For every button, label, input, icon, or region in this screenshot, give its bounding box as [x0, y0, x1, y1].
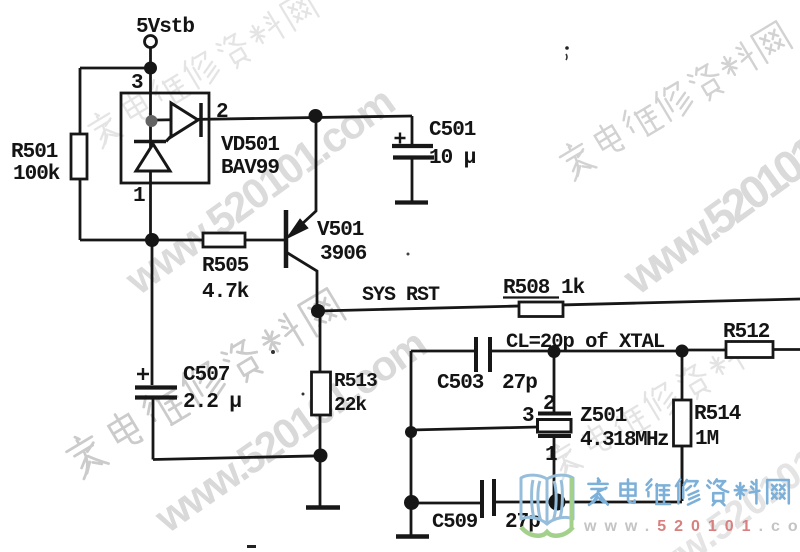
svg-text:2: 2: [543, 393, 555, 416]
svg-text:BAV99: BAV99: [221, 157, 279, 180]
svg-text:4.318MHz: 4.318MHz: [580, 429, 669, 452]
svg-text:3: 3: [131, 72, 143, 95]
svg-text:22k: 22k: [334, 394, 367, 416]
svg-text:Z501: Z501: [580, 405, 627, 428]
svg-text:R512: R512: [723, 321, 770, 344]
svg-text:R505: R505: [202, 255, 249, 278]
svg-text:SYS RST: SYS RST: [362, 284, 440, 307]
svg-text:4.7k: 4.7k: [202, 281, 249, 304]
svg-text:10 µ: 10 µ: [429, 147, 476, 170]
svg-text:1: 1: [133, 185, 145, 208]
svg-text:5Vstb: 5Vstb: [136, 16, 194, 39]
svg-text:C501: C501: [429, 119, 476, 142]
svg-text:www.520101.com: www.520101.com: [116, 78, 402, 304]
svg-text:www.520101.com: www.520101.com: [583, 518, 800, 535]
svg-text:V501: V501: [317, 219, 364, 242]
svg-text:100k: 100k: [13, 163, 60, 186]
svg-text:2.2 µ: 2.2 µ: [183, 391, 241, 414]
svg-text:www.520101.com: www.520101.com: [613, 75, 800, 305]
svg-text:R513: R513: [334, 370, 377, 392]
svg-text:1: 1: [545, 444, 557, 467]
svg-text:27p: 27p: [502, 372, 537, 395]
svg-text:R508 1k: R508 1k: [503, 277, 585, 300]
svg-text:C503: C503: [437, 372, 484, 395]
svg-text:C507: C507: [183, 364, 230, 387]
svg-text:R501: R501: [11, 141, 58, 164]
svg-text:1M: 1M: [695, 428, 719, 451]
svg-text:R514: R514: [694, 403, 741, 426]
svg-text:VD501: VD501: [221, 134, 279, 157]
svg-text:C509: C509: [432, 511, 478, 534]
svg-text:www.520101.com: www.520101.com: [145, 320, 434, 542]
svg-text:3: 3: [522, 405, 534, 428]
svg-text:CL=20p of XTAL: CL=20p of XTAL: [506, 331, 665, 354]
svg-text:3906: 3906: [320, 243, 367, 266]
svg-text:2: 2: [216, 101, 228, 124]
